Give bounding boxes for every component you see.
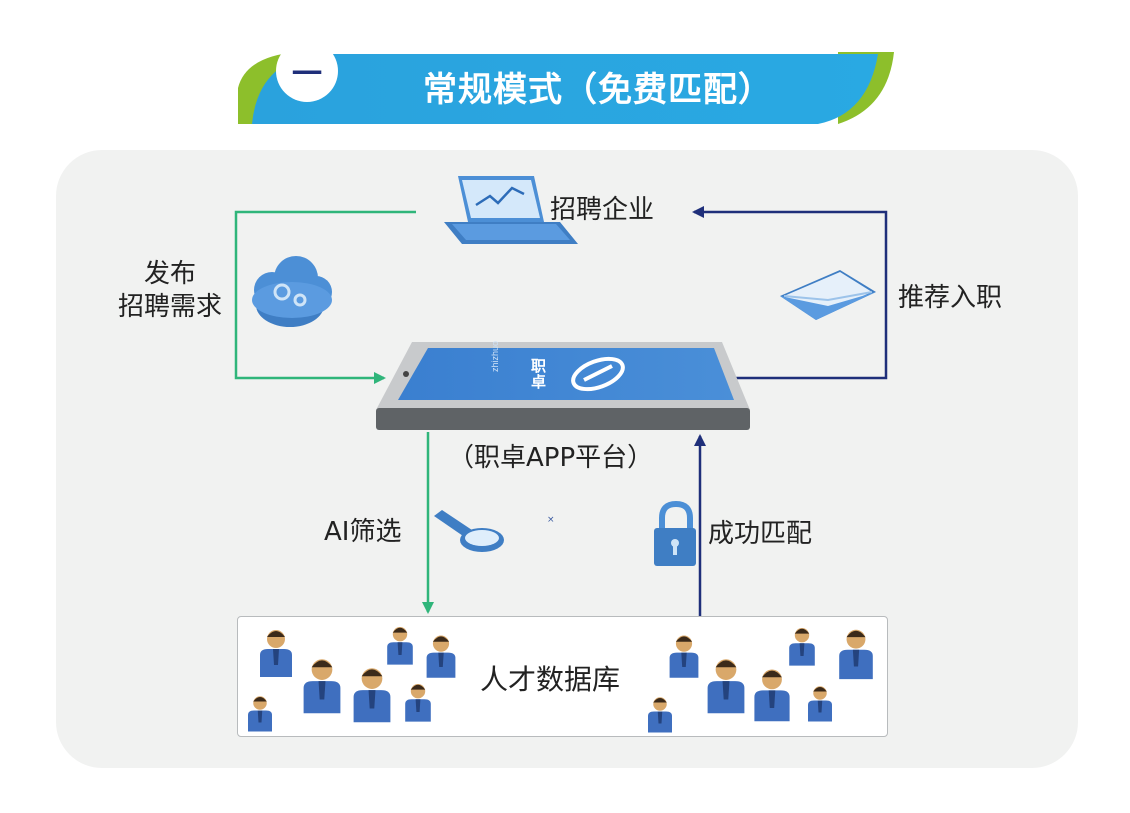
- person-icon: [669, 635, 699, 678]
- person-icon: [789, 628, 815, 666]
- brand-text: 职卓: [529, 358, 547, 390]
- person-icon: [648, 697, 672, 733]
- post-demand-line2: 招聘需求: [117, 291, 222, 322]
- post-demand-line1: 发布: [143, 259, 196, 289]
- envelope-icon: [780, 270, 876, 320]
- recommend-label: 推荐入职: [898, 283, 1003, 313]
- stray-mark: ×: [547, 515, 555, 525]
- person-icon: [248, 696, 272, 732]
- svg-text:zhizhuo: zhizhuo: [490, 341, 500, 372]
- person-icon: [260, 630, 292, 677]
- title-banner: 一 常规模式（免费匹配）: [238, 40, 894, 124]
- ai-filter-label: AI筛选: [324, 517, 402, 547]
- person-icon: [387, 627, 413, 665]
- person-icon: [754, 669, 790, 722]
- magnifier-icon: [434, 510, 504, 552]
- person-icon: [839, 629, 873, 680]
- post-demand-flow-line: [234, 210, 416, 384]
- recommend-flow-line: [692, 206, 888, 380]
- post-demand-label: 发布 招聘需求: [106, 258, 234, 323]
- match-success-label: 成功匹配: [708, 519, 813, 549]
- laptop-icon: [444, 176, 578, 244]
- person-icon: [405, 684, 431, 722]
- person-icon: [808, 686, 832, 722]
- page-title: 常规模式（免费匹配）: [423, 69, 773, 110]
- platform-label: （职卓APP平台）: [448, 443, 654, 473]
- person-icon: [353, 668, 391, 723]
- cloud-gear-icon: [252, 256, 332, 327]
- brand-logo-icon: [571, 356, 625, 392]
- person-icon: [426, 635, 456, 678]
- person-icon: [707, 659, 745, 714]
- company-label: 招聘企业: [550, 195, 655, 225]
- step-number-badge: 一: [276, 40, 338, 102]
- person-icon: [303, 659, 341, 714]
- tablet-icon: zhizhuo: [376, 341, 750, 430]
- talent-database-label: 人才数据库: [480, 663, 621, 696]
- talent-people-group: [248, 627, 873, 733]
- padlock-icon: [654, 500, 696, 566]
